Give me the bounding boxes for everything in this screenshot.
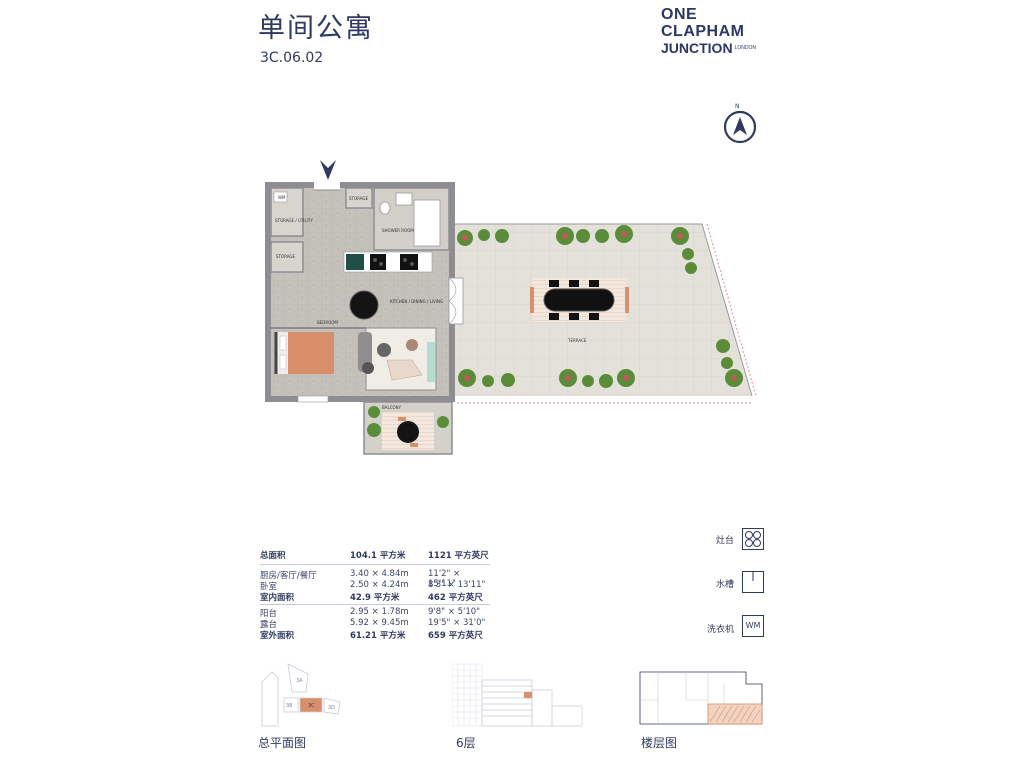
plant-icon [556,227,574,245]
plant-icon [482,375,494,387]
area-imperial: 11'2" × 15'11" [428,569,461,589]
plant-icon [595,229,609,243]
area-metric: 2.50 × 4.24m [350,580,409,590]
north-compass-icon: N [723,103,757,144]
plant-icon [559,369,577,387]
floor-plan-caption: 楼层图 [641,736,678,750]
area-label: 总面积 [260,551,286,561]
plant-icon [617,369,635,387]
block-label: 3D [328,705,335,711]
area-sqft: 462 平方英尺 [428,593,483,603]
area-imperial: 19'5" × 31'0" [428,618,486,628]
plant-icon [457,230,473,246]
table-divider [260,564,490,565]
page-title: 单间公寓 [258,13,374,44]
area-imperial: 8'3" × 13'11" [428,580,486,590]
label-balcony: BALCONY [382,405,402,410]
terrace-table [543,288,615,312]
logo-sub: LONDON [734,45,756,51]
label-storage: STORAGE [276,254,296,259]
floor-plan: WM STORAGE / UTILITY STORAGE STORAGE SHO… [265,160,757,455]
plant-icon [458,369,476,387]
sink-icon [742,571,764,593]
plant-icon [501,373,515,387]
plant-icon [478,229,490,241]
plant-icon [599,374,613,388]
area-imperial: 9'8" × 5'10" [428,607,481,617]
plant-icon [716,339,730,353]
unit-code: 3C.06.02 [260,50,324,66]
legend-label-sink: 水槽 [715,580,734,590]
svg-text:N: N [735,103,740,110]
logo-line-1: ONE [661,6,698,23]
logo-line-3: JUNCTION [661,40,733,56]
area-label: 露台 [260,620,278,630]
floor-level-diagram [452,663,583,727]
block-label: 3A [296,678,303,684]
plant-icon [725,369,743,387]
area-sqm: 61.21 平方米 [350,631,406,641]
legend-label-washer: 洗衣机 [706,625,734,635]
plant-icon [615,225,633,243]
area-row-external: 室外面积 61.21 平方米 659 平方英尺 [260,629,490,641]
logo-line-2: CLAPHAM [661,23,745,40]
table-divider [260,604,490,605]
area-sqm: 104.1 平方米 [350,551,406,561]
area-sqm: 42.9 平方米 [350,593,400,603]
plant-icon [495,229,509,243]
floor-keyplan [639,671,763,725]
plant-icon [671,227,689,245]
hob-icon [742,528,764,550]
label-shower-room: SHOWER ROOM [382,228,414,233]
plant-icon [367,423,381,437]
label-bedroom: BEDROOM [317,320,338,325]
entrance-arrow-icon [320,160,336,180]
area-row: 露台 5.92 × 9.45m 19'5" × 31'0" [260,618,490,630]
plant-icon [685,262,697,274]
area-label: 卧室 [260,582,278,592]
area-metric: 5.92 × 9.45m [350,618,409,628]
label-kitchen: KITCHEN / DINING / LIVING [390,299,443,304]
label-storage-top: STORAGE [349,196,369,201]
area-label: 厨房/客厅/餐厅 [260,571,317,581]
legend-label-hob: 灶台 [715,536,734,546]
area-sqft: 659 平方英尺 [428,631,483,641]
plant-icon [582,375,594,387]
site-keyplan: 3A 3B 3C 3D [261,663,341,727]
label-terrace: TERRACE [567,338,587,343]
plant-icon [437,416,449,428]
area-metric: 2.95 × 1.78m [350,607,409,617]
plant-icon [682,248,694,260]
area-row: 阳台 2.95 × 1.78m 9'8" × 5'10" [260,607,490,619]
area-metric: 3.40 × 4.84m [350,569,409,579]
area-label: 室外面积 [260,631,295,641]
plant-icon [368,406,380,418]
area-row: 卧室 2.50 × 4.24m 8'3" × 13'11" [260,580,490,592]
area-row-internal: 室内面积 42.9 平方米 462 平方英尺 [260,591,490,603]
area-row: 厨房/客厅/餐厅 3.40 × 4.84m 11'2" × 15'11" [260,569,490,589]
area-label: 阳台 [260,609,278,619]
plant-icon [576,229,590,243]
washing-machine-icon: WM [742,615,764,637]
site-plan-caption: 总平面图 [258,736,307,750]
area-sqft: 1121 平方英尺 [428,551,489,561]
area-row-total: 总面积 104.1 平方米 1121 平方英尺 [260,549,490,561]
floor-number-caption: 6层 [456,736,476,750]
block-label: 3B [286,703,293,709]
plant-icon [721,357,733,369]
label-wm: WM [278,195,286,200]
area-label: 室内面积 [260,593,295,603]
block-label-highlight: 3C [308,703,315,709]
label-storage-utility: STORAGE / UTILITY [275,218,313,223]
